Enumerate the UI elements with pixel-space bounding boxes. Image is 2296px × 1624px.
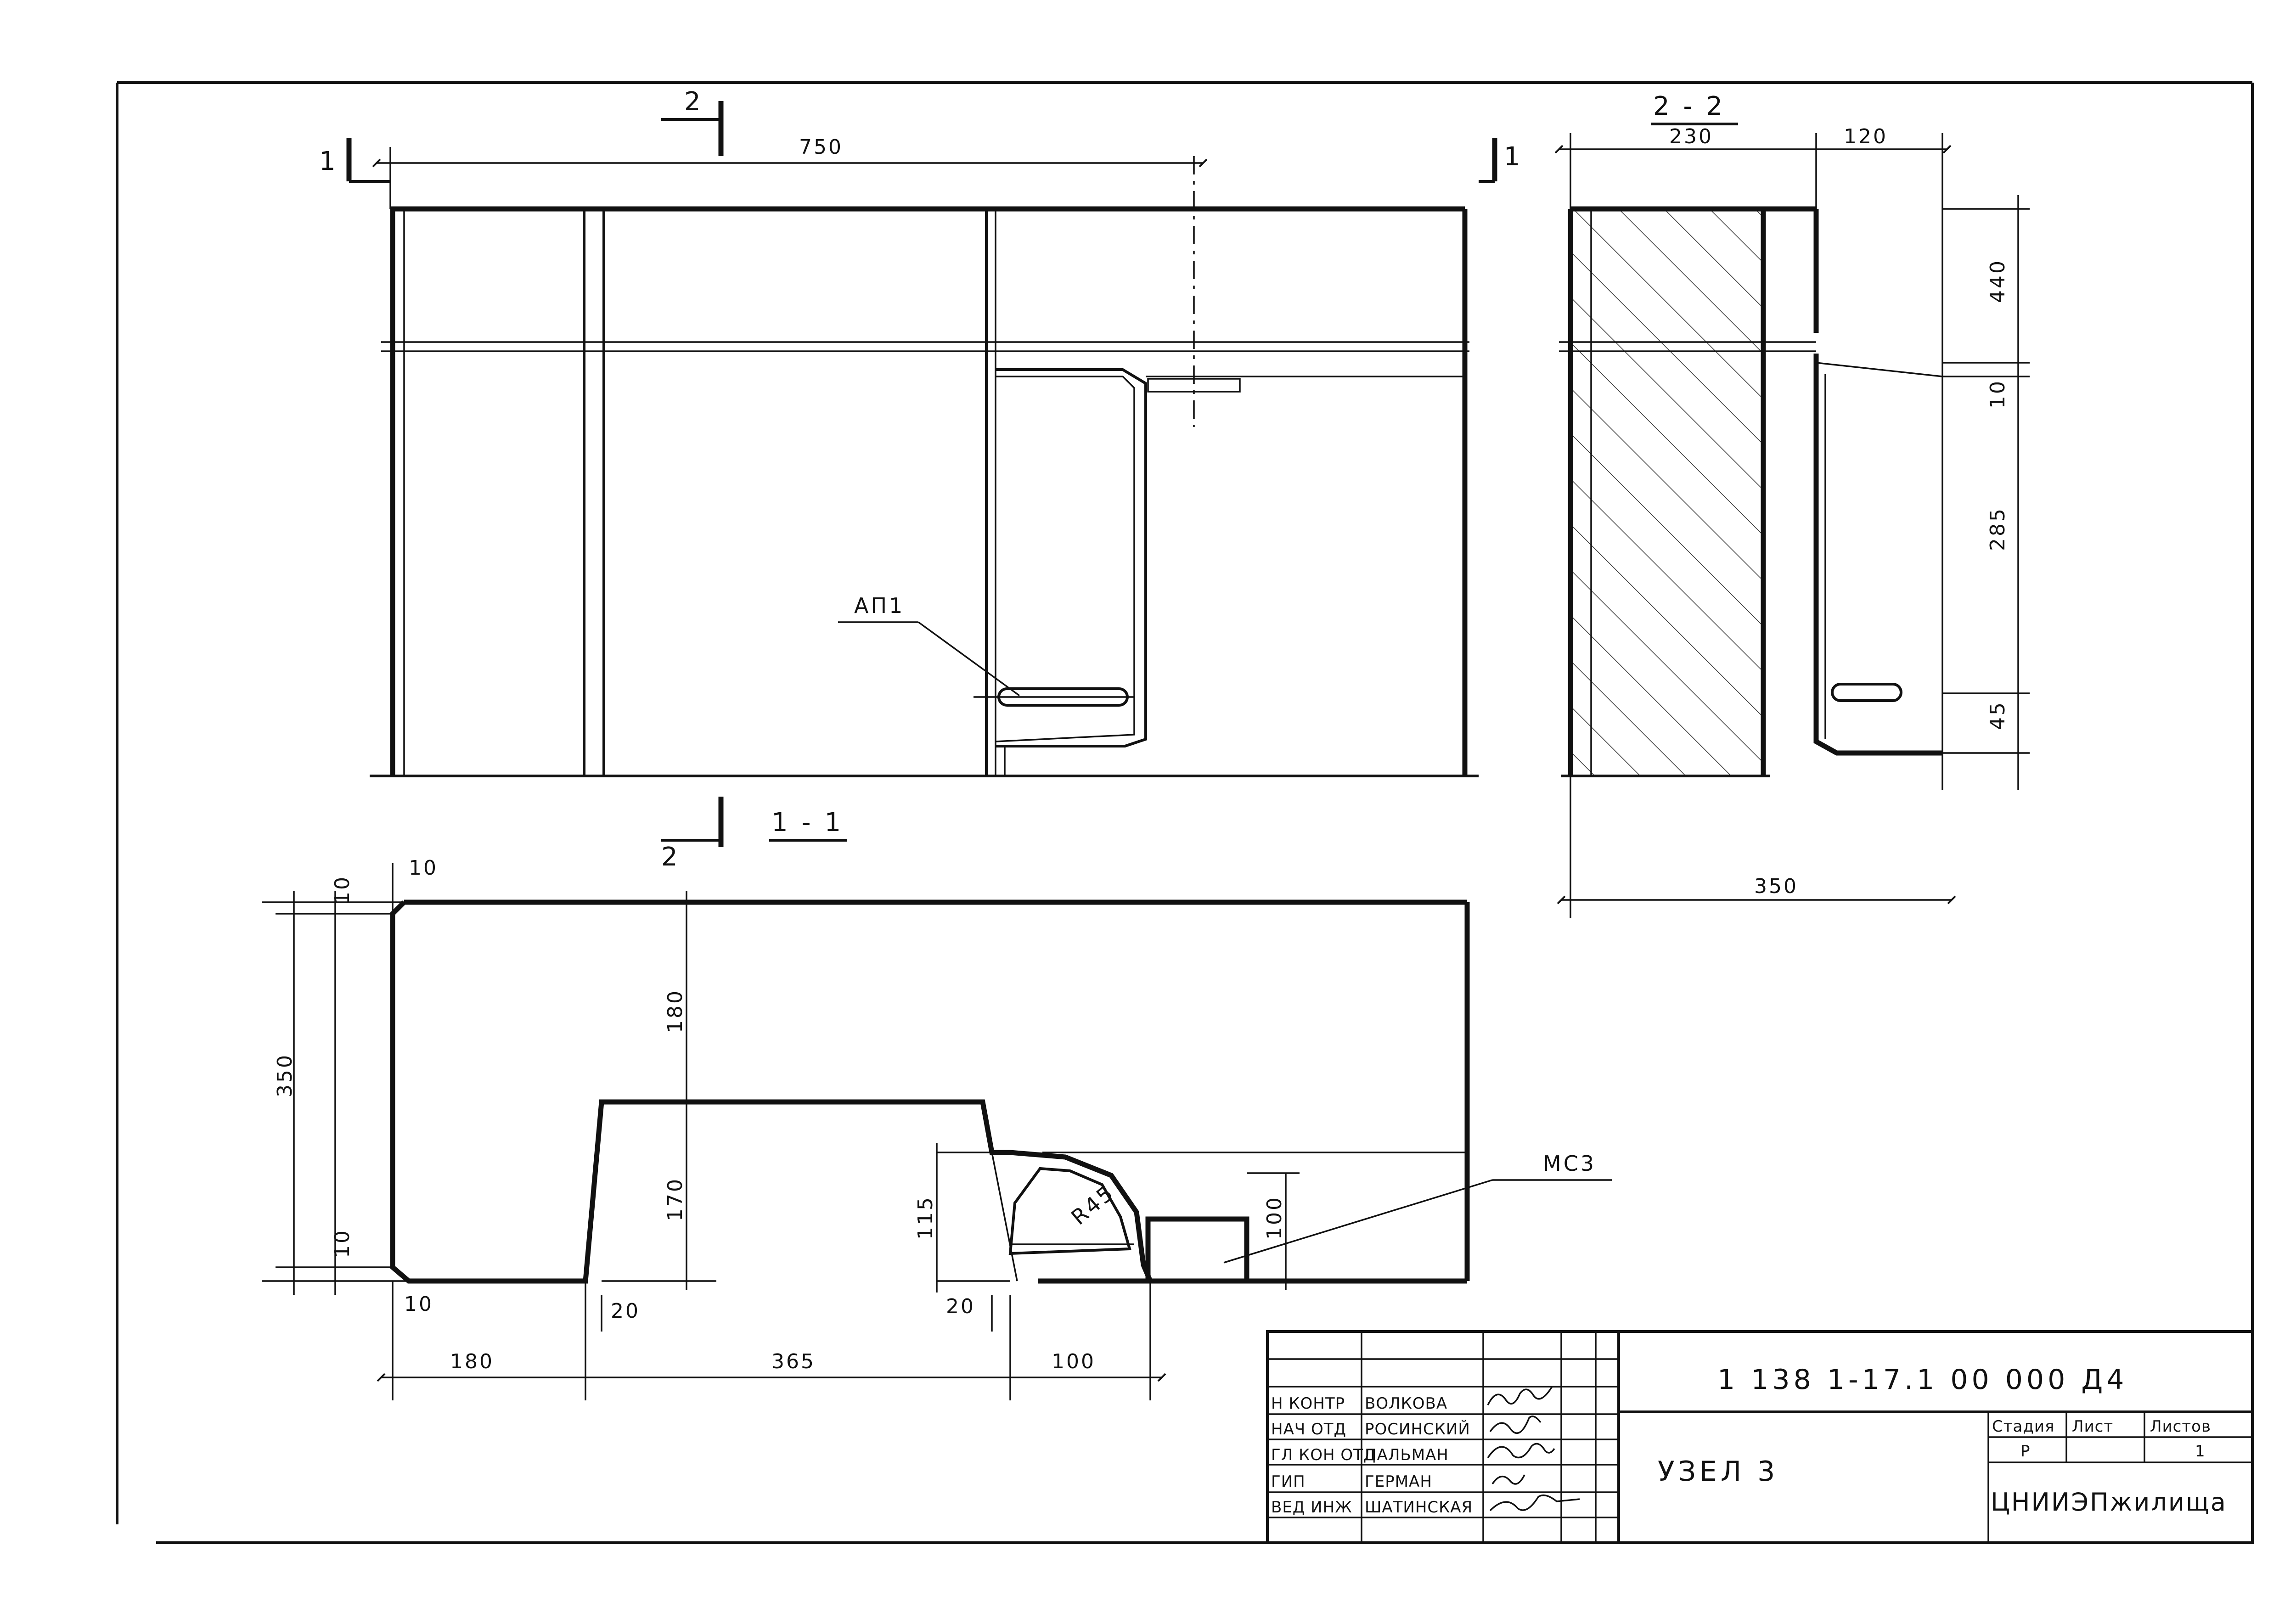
dim-115-v: 115 — [914, 1196, 937, 1240]
dim-350-bottom: 350 — [1754, 875, 1798, 898]
stage-header: Стадия — [1992, 1417, 2054, 1436]
radius-label: R45 — [1066, 1180, 1120, 1230]
plan-view — [390, 899, 1470, 1284]
section-2-2-view — [1559, 206, 1943, 777]
section-title-2-2: 2 - 2 — [1653, 91, 1725, 121]
name-german: ГЕРМАН — [1365, 1472, 1432, 1491]
label-ap1: АП1 — [854, 593, 905, 618]
dim-10-left-bottom: 10 — [331, 1229, 354, 1258]
dim-180-v: 180 — [664, 989, 687, 1033]
dim-100-bottom: 100 — [1052, 1350, 1096, 1373]
sheets-value: 1 — [2195, 1442, 2206, 1461]
signatures — [1487, 1386, 1580, 1512]
role-gl-kon-otd: ГЛ КОН ОТД — [1271, 1446, 1376, 1464]
section-2-2-dimensions: 2 - 2 230 120 440 10 285 45 350 — [1554, 91, 2030, 918]
document-code: 1 138 1-17.1 00 000 Д4 — [1717, 1364, 2127, 1396]
dim-10-bottom: 10 — [404, 1292, 433, 1316]
dim-170-v: 170 — [664, 1177, 687, 1221]
dim-440: 440 — [1986, 259, 2009, 303]
sheet-frame — [116, 81, 2254, 1544]
dim-285: 285 — [1986, 507, 2009, 551]
sheets-header: Листов — [2150, 1417, 2211, 1436]
role-gip: ГИП — [1271, 1472, 1306, 1491]
label-ms3: МС3 — [1543, 1151, 1596, 1176]
dim-180-bottom: 180 — [450, 1350, 494, 1373]
role-n-kontr: Н КОНТР — [1271, 1394, 1345, 1413]
sheet-header: Лист — [2072, 1417, 2113, 1436]
dim-10-top: 10 — [409, 856, 438, 880]
section-title-1-1: 1 - 1 — [771, 808, 844, 837]
cut-mark-2-bottom: 2 — [661, 842, 681, 872]
dim-20-left: 20 — [611, 1299, 640, 1323]
cut-mark-1-right: 1 — [1504, 142, 1523, 172]
cut-mark-2-top: 2 — [684, 87, 703, 117]
stage-value: Р — [2020, 1442, 2031, 1461]
name-volkova: ВОЛКОВА — [1365, 1394, 1447, 1413]
name-palman: ПАЛЬМАН — [1365, 1446, 1449, 1464]
name-shatinskaya: ШАТИНСКАЯ — [1365, 1498, 1473, 1517]
dim-10-left-top: 10 — [331, 875, 354, 905]
dim-20-right: 20 — [946, 1295, 975, 1318]
dim-100-v: 100 — [1263, 1196, 1286, 1240]
dim-45: 45 — [1986, 701, 2009, 730]
role-ved-inzh: ВЕД ИНЖ — [1271, 1498, 1352, 1517]
dim-230: 230 — [1669, 125, 1713, 148]
dim-750: 750 — [799, 135, 843, 159]
node-name: УЗЕЛ 3 — [1658, 1455, 1778, 1488]
dim-120: 120 — [1844, 125, 1888, 148]
cut-mark-1-left: 1 — [319, 146, 338, 176]
elevation-view — [370, 156, 1479, 777]
role-nach-otd: НАЧ ОТД — [1271, 1420, 1346, 1439]
plan-dimensions: 10 350 10 10 180 170 115 100 R45 МС3 10 … — [262, 856, 1612, 1400]
title-block: Н КОНТР ВОЛКОВА НАЧ ОТД РОСИНСКИЙ ГЛ КОН… — [1266, 1330, 2254, 1544]
dim-10-v: 10 — [1986, 379, 2009, 409]
organization-name: ЦНИИЭПжилища — [1991, 1488, 2227, 1517]
dim-350-left: 350 — [273, 1053, 297, 1097]
elevation-dimensions: 750 1 1 2 2 1 - 1 АП1 — [319, 87, 1523, 872]
name-rosinsky: РОСИНСКИЙ — [1365, 1420, 1470, 1439]
dim-365-bottom: 365 — [771, 1350, 816, 1373]
